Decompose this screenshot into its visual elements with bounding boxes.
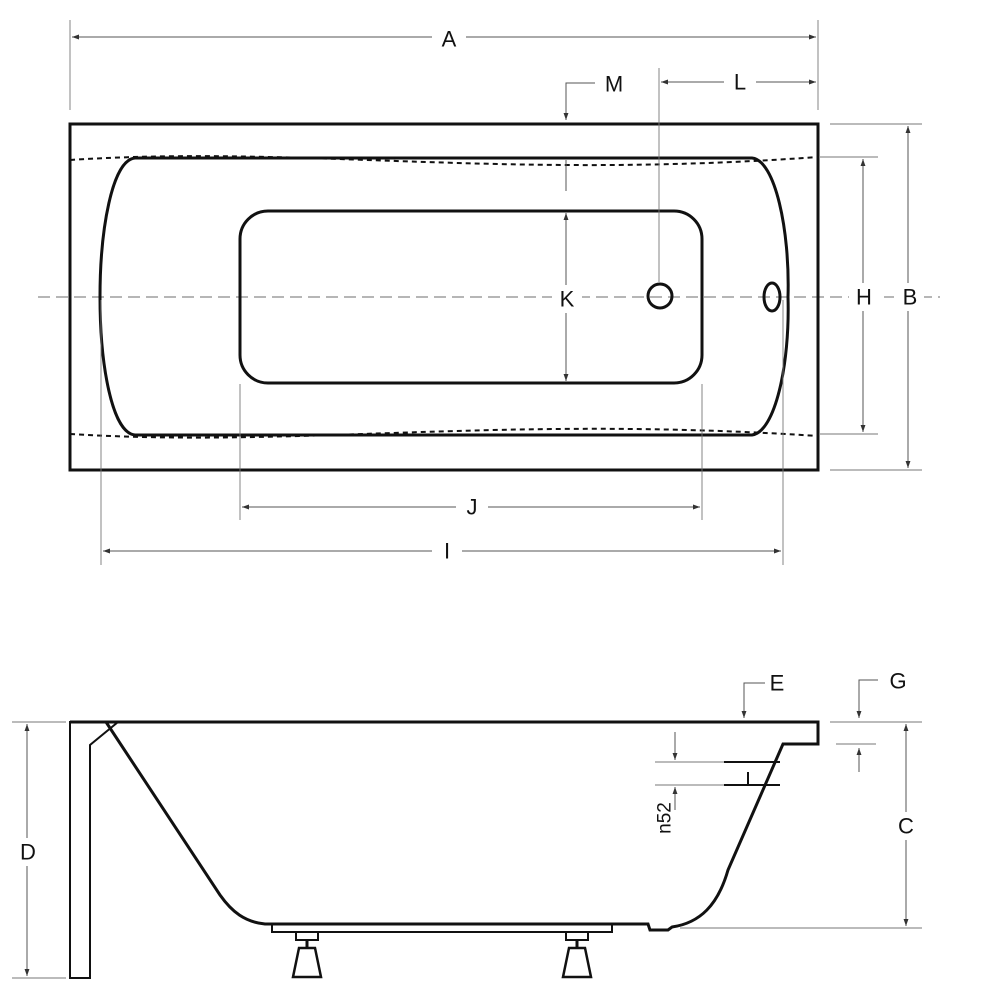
- top-view: A M L K H B J I: [38, 20, 940, 565]
- label-j: J: [467, 495, 478, 520]
- dim-e-leader: [741, 682, 765, 718]
- side-view: n52 E G C D: [12, 669, 922, 979]
- label-i: I: [444, 539, 450, 564]
- drain-hole-icon: [646, 282, 674, 310]
- tub-bottom-floor: [238, 209, 704, 385]
- label-l: L: [734, 70, 746, 95]
- label-g: G: [889, 669, 906, 694]
- tub-foot-right: [561, 931, 593, 979]
- dim-g-leader: [856, 679, 878, 718]
- label-h: H: [856, 285, 872, 310]
- label-m: M: [605, 72, 623, 97]
- label-e: E: [770, 671, 785, 696]
- side-support-panel: [69, 721, 121, 979]
- overflow-hole-icon: [762, 281, 782, 313]
- tub-outer-rim: [68, 122, 820, 472]
- tub-inner-basin: [98, 156, 790, 437]
- label-a: A: [442, 27, 457, 52]
- tub-side-profile: [70, 720, 820, 932]
- label-b: B: [903, 285, 918, 310]
- tub-foot-left: [291, 931, 323, 979]
- dim-m-leader: [563, 82, 595, 120]
- tub-base-plate: [271, 924, 613, 933]
- label-c: C: [898, 814, 914, 839]
- label-k: K: [560, 287, 575, 312]
- label-n52: n52: [655, 802, 676, 834]
- label-d: D: [20, 840, 36, 865]
